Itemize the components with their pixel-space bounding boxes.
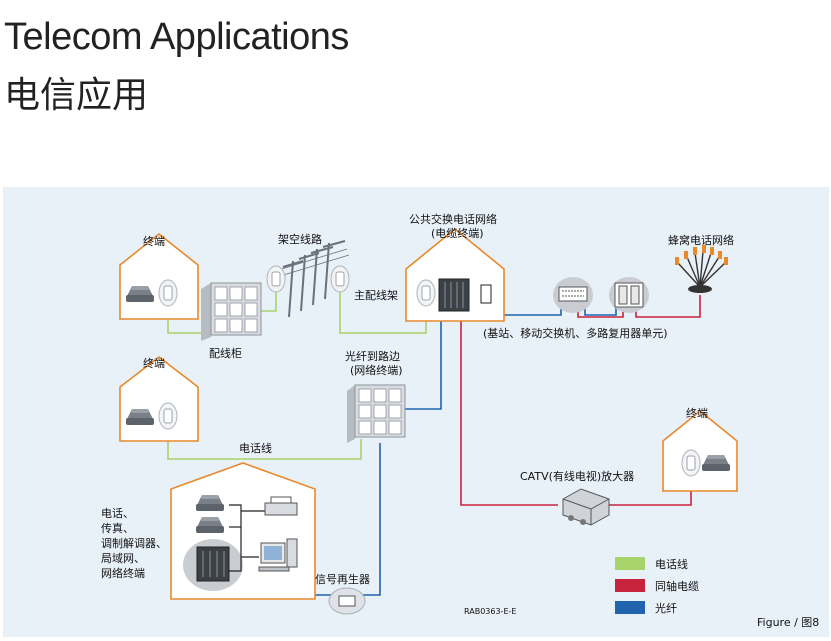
overhead-poles-icon <box>274 240 350 318</box>
legend-label-phone: 电话线 <box>655 557 688 571</box>
catv-amplifier-icon <box>562 488 610 526</box>
fiber-fttc-regenerator <box>363 443 381 596</box>
house-terminal-right <box>662 409 738 492</box>
label-base-station: (基站、移动交换机、多路复用器单元) <box>483 326 668 340</box>
diagram-panel: 终端 配线柜 架空线路 公共交换电话网络 (电缆终端) 主配线架 <box>3 187 829 637</box>
house-terminal-mid <box>119 355 199 442</box>
label-devices-4: 局域网、 <box>101 552 145 565</box>
base-station-unit-icon <box>553 277 593 313</box>
phone-line-terminal-fttc <box>167 435 362 460</box>
legend-label-coax: 同轴电缆 <box>655 579 699 593</box>
coax-cellular <box>635 295 701 318</box>
label-terminal-right: 终端 <box>686 406 708 420</box>
legend-swatch-phone <box>615 557 645 570</box>
cellular-antenna-icon <box>675 245 728 293</box>
house-pstn <box>405 227 505 322</box>
legend-swatch-coax <box>615 579 645 592</box>
label-fiber-curb-sub: (网络终端) <box>350 363 403 377</box>
house-terminal-top <box>119 232 199 320</box>
label-main-frame: 主配线架 <box>354 288 398 302</box>
label-terminal-mid: 终端 <box>143 356 165 370</box>
regenerator-icon <box>328 587 366 615</box>
page-title-zh: 电信应用 <box>4 75 149 116</box>
label-devices-1: 电话、 <box>101 507 134 520</box>
label-pstn-sub: (电缆终端) <box>431 226 484 240</box>
label-devices-3: 调制解调器、 <box>101 536 167 550</box>
label-ref-code: RAB0363-E-E <box>464 607 516 616</box>
label-catv-amp: CATV(有线电视)放大器 <box>520 469 634 483</box>
label-figure: Figure / 图8 <box>757 616 819 629</box>
legend-swatch-fiber <box>615 601 645 614</box>
label-pstn: 公共交换电话网络 <box>409 212 497 226</box>
label-devices-2: 传真、 <box>101 521 134 535</box>
label-fiber-curb: 光纤到路边 <box>345 349 400 363</box>
house-devices <box>170 462 316 600</box>
coax-pstn-catv <box>460 312 558 506</box>
label-cellular: 蜂窝电话网络 <box>668 233 734 247</box>
fiber-pstn-fttc <box>399 312 442 410</box>
label-devices-5: 网络终端 <box>101 566 145 580</box>
telecom-diagram: 终端 配线柜 架空线路 公共交换电话网络 (电缆终端) 主配线架 <box>101 212 819 629</box>
label-terminal-top: 终端 <box>143 234 165 248</box>
fiber-mux <box>584 307 617 316</box>
multiplexer-unit-icon <box>609 277 649 313</box>
label-phone-line: 电话线 <box>239 441 272 455</box>
page-title-en: Telecom Applications <box>4 16 349 58</box>
label-regenerator: 信号再生器 <box>315 572 370 586</box>
legend-label-fiber: 光纤 <box>655 601 677 615</box>
label-cabinet: 配线柜 <box>209 346 242 360</box>
label-overhead-line: 架空线路 <box>278 232 322 246</box>
distribution-cabinet-icon <box>201 282 262 341</box>
fttc-cabinet-icon <box>347 384 406 443</box>
legend: 电话线 同轴电缆 光纤 <box>615 557 699 615</box>
